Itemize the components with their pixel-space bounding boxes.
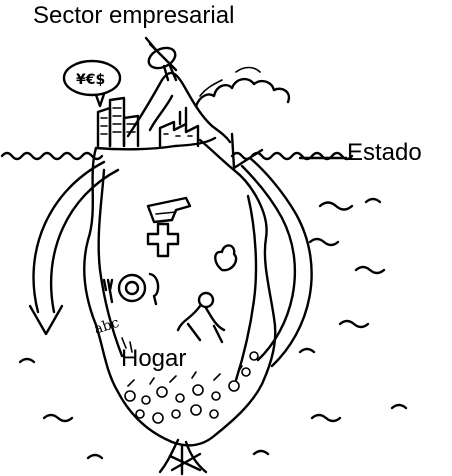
waves — [20, 199, 406, 458]
plate-cutlery-icon — [104, 274, 158, 304]
satellite-dish-icon — [146, 38, 179, 80]
office-buildings-icon — [98, 98, 138, 146]
label-state: Estado — [347, 139, 422, 167]
cross-icon — [148, 224, 178, 256]
label-household: Hogar — [121, 345, 186, 373]
currency-bubble-text: ¥€$ — [76, 72, 105, 88]
right-cycle-arrow — [232, 134, 312, 366]
person-icon — [178, 293, 224, 342]
left-cycle-arrow — [30, 162, 118, 334]
iceberg-outline — [84, 138, 275, 445]
label-business-sector: Sector empresarial — [33, 2, 234, 30]
smoke-cloud-icon — [196, 68, 289, 107]
factory-icon — [160, 108, 198, 146]
heart-icon — [215, 245, 236, 270]
svg-text:abc: abc — [92, 315, 121, 338]
cup-icon — [148, 198, 190, 222]
